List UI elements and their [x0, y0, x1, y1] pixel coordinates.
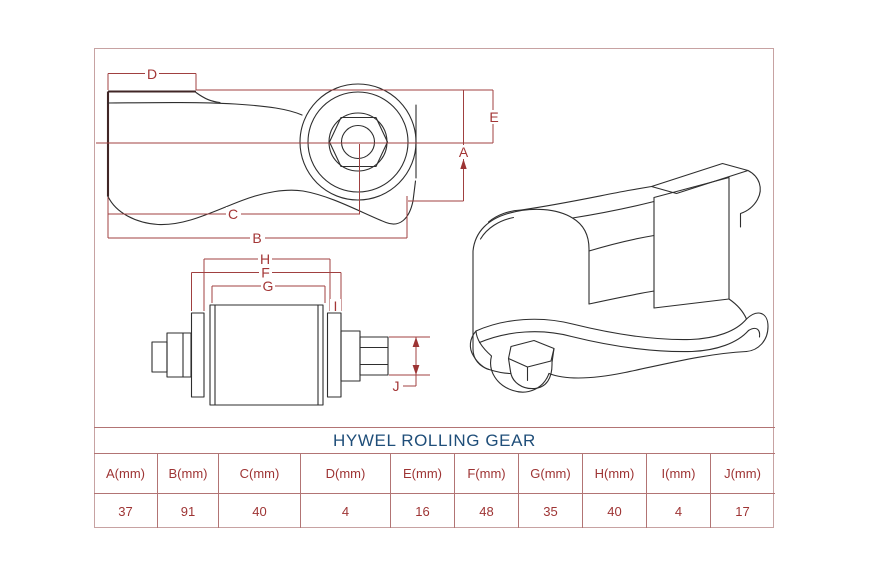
- roller-body: [209, 304, 324, 406]
- iso-arm-top-inner: [571, 200, 655, 219]
- front-view-dimensions: H F G I J: [191, 251, 430, 394]
- iso-bracket-top-face: [650, 162, 749, 195]
- iso-base-underside: [548, 350, 748, 379]
- dim-a-arrow: [460, 159, 467, 169]
- dim-b-halo: [250, 231, 265, 245]
- shaft-nut: [359, 336, 389, 376]
- boss-inner-circle: [307, 91, 409, 193]
- axle-step: [166, 332, 192, 378]
- dim-i-halo: [330, 299, 341, 312]
- table-title-row: HYWEL ROLLING GEAR: [94, 428, 775, 454]
- col-header-j: J(mm): [724, 466, 761, 481]
- value-b: 91: [158, 494, 219, 528]
- value-f: 48: [455, 494, 519, 528]
- dim-label-c: C: [228, 206, 238, 222]
- iso-bracket-rounded-end: [739, 169, 761, 228]
- iso-drum-lip: [487, 209, 522, 223]
- iso-base-bottom-arc: [488, 368, 512, 375]
- iso-lobe-end: [745, 312, 769, 353]
- hex-nut-outline: [328, 116, 389, 168]
- axle-end-stub: [151, 341, 168, 373]
- top-view: [106, 83, 417, 226]
- dim-f-halo: [259, 265, 272, 280]
- iso-bolt-boss: [475, 330, 550, 393]
- dim-label-i: I: [334, 298, 338, 314]
- dim-e-halo: [487, 110, 502, 124]
- dim-d-halo: [145, 66, 159, 81]
- iso-drum-rim-arc: [479, 216, 515, 240]
- arm-lower-contour: [107, 180, 417, 226]
- iso-fork-upper-edge: [588, 234, 655, 252]
- iso-base-inner-edge: [478, 329, 750, 353]
- dim-h-halo: [258, 252, 272, 266]
- dim-label-d: D: [147, 66, 157, 82]
- col-header-i: I(mm): [647, 454, 711, 493]
- washer-circle: [328, 112, 388, 172]
- dim-label-f: F: [261, 265, 270, 281]
- iso-arm-top-edge: [520, 185, 653, 211]
- value-i: 4: [647, 494, 711, 528]
- dim-label-a: A: [459, 144, 469, 160]
- dim-label-b: B: [252, 230, 261, 246]
- spec-table: HYWEL ROLLING GEAR A(mm) B(mm) C(mm) D(m…: [94, 427, 775, 528]
- value-e: 16: [391, 494, 455, 528]
- col-header-d: D(mm): [301, 454, 391, 493]
- col-header-g: G(mm): [519, 454, 583, 493]
- dim-j-lines: [389, 336, 430, 387]
- iso-bracket-front-face: [653, 176, 730, 309]
- iso-bolt-cylinder: [509, 361, 553, 390]
- value-c: 40: [219, 494, 301, 528]
- iso-bolt-hex-top: [507, 339, 555, 368]
- value-h: 40: [583, 494, 647, 528]
- top-view-dimensions: D E A C B: [96, 66, 502, 246]
- dim-label-h: H: [260, 251, 270, 267]
- col-header-c: C(mm): [219, 454, 301, 493]
- arm-upper-contour: [107, 102, 303, 116]
- table-header-row: A(mm) B(mm) C(mm) D(mm) E(mm) F(mm) G(mm…: [94, 454, 775, 494]
- iso-bracket-lobe-joint: [728, 298, 748, 320]
- front-view: [151, 304, 389, 406]
- iso-fork-lower-edge: [588, 290, 655, 305]
- dim-label-g: G: [263, 278, 274, 294]
- isometric-view: [469, 162, 769, 393]
- col-header-f: F(mm): [455, 454, 519, 493]
- value-a: 37: [94, 494, 158, 528]
- dim-j-arrow-up: [412, 337, 420, 347]
- iso-bolt-hex-sides: [507, 347, 555, 382]
- bore-circle: [340, 124, 376, 160]
- col-header-a: A(mm): [94, 454, 158, 493]
- table-title: HYWEL ROLLING GEAR: [333, 430, 536, 450]
- dim-j-halo: [389, 379, 403, 393]
- table-value-row: 37 91 40 4 16 48 35 40 4 17: [94, 494, 775, 528]
- dim-g-halo: [261, 279, 275, 293]
- iso-drum-outline: [472, 208, 590, 305]
- dim-label-j: J: [393, 378, 400, 394]
- iso-base-left-cap: [469, 330, 490, 371]
- value-g: 35: [519, 494, 583, 528]
- col-header-e: E(mm): [391, 454, 455, 493]
- right-flange: [326, 312, 342, 398]
- iso-base-top-edge: [475, 318, 748, 341]
- spacer: [340, 330, 361, 382]
- dim-c-halo: [226, 207, 241, 221]
- value-d: 4: [301, 494, 391, 528]
- sheet-border: [94, 48, 774, 528]
- boss-outer-circle: [299, 83, 417, 201]
- dim-j-arrow-down: [412, 365, 420, 375]
- iso-lobe-inner-arc: [747, 327, 761, 338]
- value-j: 17: [735, 503, 750, 519]
- col-header-b: B(mm): [158, 454, 219, 493]
- arm-step-fillet: [195, 91, 221, 104]
- dim-label-e: E: [489, 109, 498, 125]
- dim-a-halo: [456, 145, 471, 159]
- col-header-h: H(mm): [583, 454, 647, 493]
- left-flange: [190, 312, 205, 398]
